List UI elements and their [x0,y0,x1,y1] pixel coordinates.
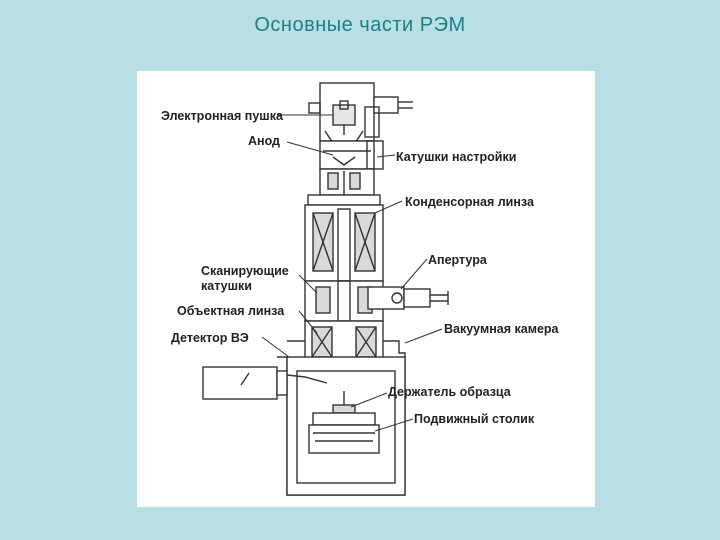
label-scan-coils-2: катушки [201,279,252,293]
aperture-assembly [368,287,448,309]
anode [320,141,374,169]
label-vacuum-chamber: Вакуумная камера [444,322,558,336]
label-stage: Подвижный столик [414,412,534,426]
moving-stage [309,413,379,453]
slide-title: Основные части РЭМ [0,14,720,37]
label-scan-coils-1: Сканирующие [201,264,289,278]
label-condenser-lens: Конденсорная линза [405,195,534,209]
sem-diagram-panel: Электронная пушка Анод Катушки настройки… [137,71,595,507]
label-sample-holder: Держатель образца [388,385,511,399]
label-anode: Анод [248,134,280,148]
label-se-detector: Детектор ВЭ [171,331,249,345]
label-objective-lens: Объектная линза [177,304,284,318]
column-body [305,195,383,281]
label-alignment-coils: Катушки настройки [396,150,516,164]
label-aperture: Апертура [428,253,487,267]
label-electron-gun: Электронная пушка [161,109,283,123]
electron-gun [309,83,413,149]
